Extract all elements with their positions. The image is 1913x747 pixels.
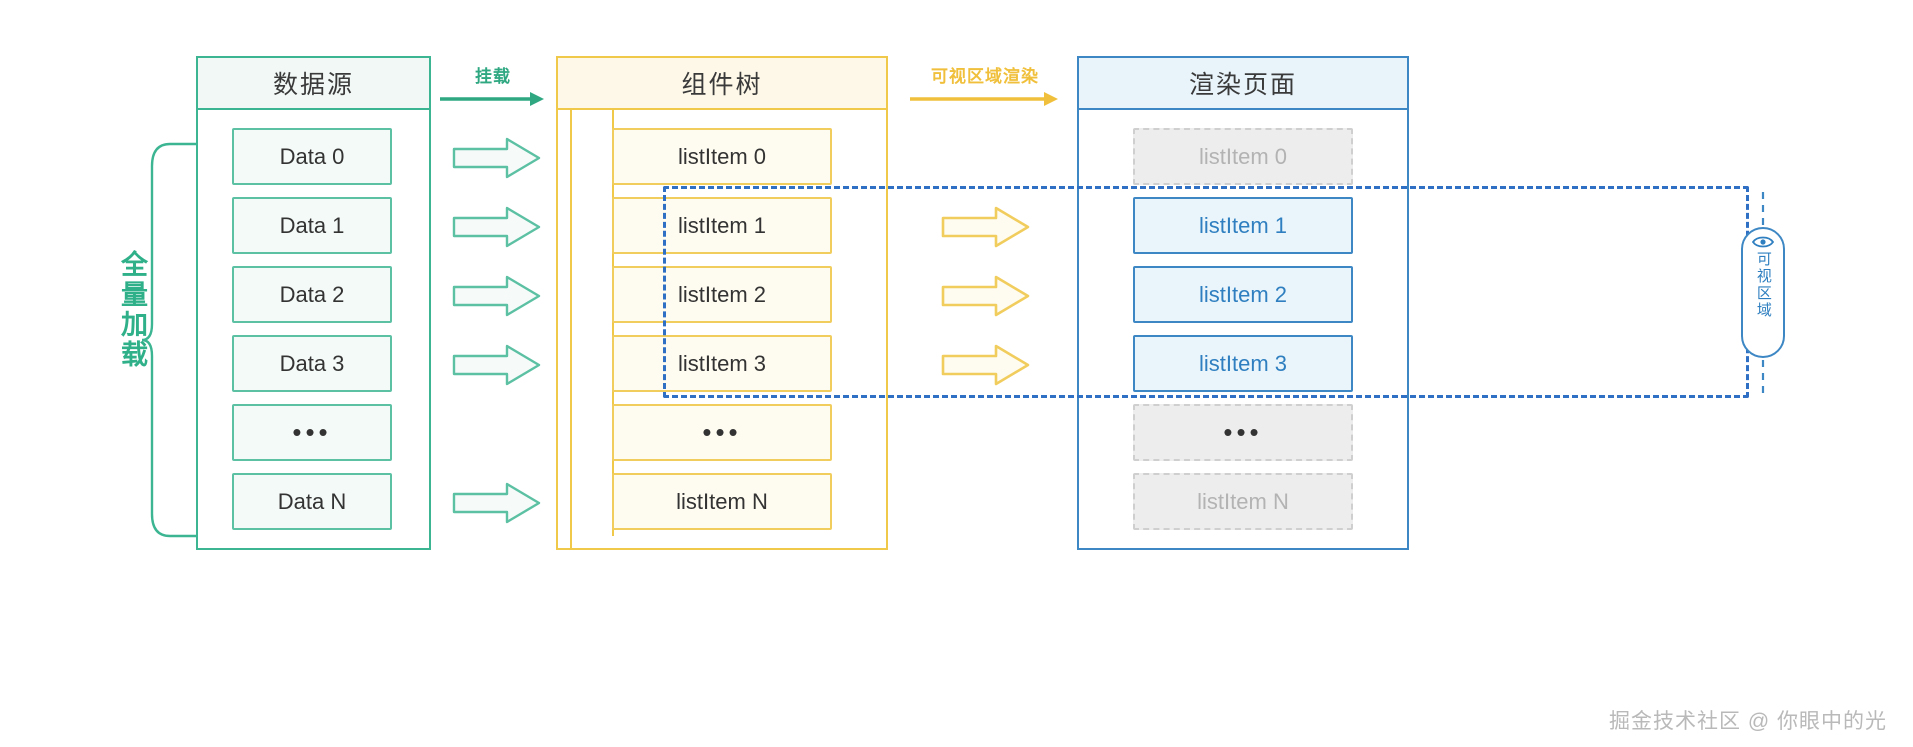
card-listitem-render-ellipsis[interactable]: ••• <box>1133 404 1353 461</box>
card-label: listItem 1 <box>677 212 767 238</box>
card-label: listItem 0 <box>1198 143 1288 169</box>
card-data-1[interactable]: Data 1 <box>232 197 392 254</box>
card-listitem-tree-2[interactable]: listItem 2 <box>612 266 832 323</box>
card-label: ••• <box>292 416 332 447</box>
card-label: Data N <box>277 488 347 514</box>
card-label: listItem 2 <box>1198 281 1288 307</box>
card-label: listItem 1 <box>1198 212 1288 238</box>
card-label: listItem 0 <box>677 143 767 169</box>
card-listitem-render-0[interactable]: listItem 0 <box>1133 128 1353 185</box>
flow-viewport-render: 可视区域渲染 <box>910 62 1060 108</box>
tree-branch-root <box>570 108 888 110</box>
card-label: Data 2 <box>279 281 345 307</box>
flow-mount-arrow-icon <box>440 92 544 106</box>
flow-viewport-render-label: 可视区域渲染 <box>931 67 1039 86</box>
flow-mount: 挂载 <box>440 62 546 108</box>
card-label: ••• <box>702 416 742 447</box>
card-data-0[interactable]: Data 0 <box>232 128 392 185</box>
tree-trunk-outer <box>570 108 572 548</box>
card-label: listItem 3 <box>677 350 767 376</box>
card-data-3[interactable]: Data 3 <box>232 335 392 392</box>
card-listitem-tree-ellipsis[interactable]: ••• <box>612 404 832 461</box>
card-data-n[interactable]: Data N <box>232 473 392 530</box>
card-listitem-render-1[interactable]: listItem 1 <box>1133 197 1353 254</box>
flow-viewport-render-arrow-icon <box>910 92 1058 106</box>
block-arrow-yellow-3 <box>941 344 1030 386</box>
eye-icon <box>1751 236 1775 248</box>
card-data-ellipsis[interactable]: ••• <box>232 404 392 461</box>
card-listitem-tree-0[interactable]: listItem 0 <box>612 128 832 185</box>
card-label: ••• <box>1223 416 1263 447</box>
block-arrow-yellow-2 <box>941 275 1030 317</box>
card-label: listItem N <box>676 488 768 514</box>
card-listitem-render-3[interactable]: listItem 3 <box>1133 335 1353 392</box>
card-listitem-render-2[interactable]: listItem 2 <box>1133 266 1353 323</box>
block-arrow-yellow-1 <box>941 206 1030 248</box>
card-listitem-render-n[interactable]: listItem N <box>1133 473 1353 530</box>
full-load-brace <box>141 142 198 538</box>
card-listitem-tree-3[interactable]: listItem 3 <box>612 335 832 392</box>
flow-mount-label: 挂载 <box>475 67 511 86</box>
card-listitem-tree-n[interactable]: listItem N <box>612 473 832 530</box>
block-arrow-green-0 <box>452 137 541 179</box>
column-header-component-tree: 组件树 <box>558 58 886 110</box>
block-arrow-green-3 <box>452 344 541 386</box>
card-data-2[interactable]: Data 2 <box>232 266 392 323</box>
card-label: listItem N <box>1197 488 1289 514</box>
block-arrow-green-1 <box>452 206 541 248</box>
card-label: listItem 3 <box>1198 350 1288 376</box>
column-header-data-source: 数据源 <box>198 58 429 110</box>
watermark: 掘金技术社区 @ 你眼中的光 <box>1609 710 1887 733</box>
card-label: Data 3 <box>279 350 345 376</box>
block-arrow-green-2 <box>452 275 541 317</box>
full-load-label: 全量加载 <box>117 250 147 370</box>
viewport-pill-label: 可视区域 <box>1754 251 1772 319</box>
card-listitem-tree-1[interactable]: listItem 1 <box>612 197 832 254</box>
column-header-render-page: 渲染页面 <box>1079 58 1407 110</box>
card-label: Data 1 <box>279 212 345 238</box>
card-label: listItem 2 <box>677 281 767 307</box>
viewport-region-pill: 可视区域 <box>1741 227 1785 358</box>
card-label: Data 0 <box>279 143 345 169</box>
block-arrow-green-n <box>452 482 541 524</box>
viewport-pill-connector <box>1761 192 1765 395</box>
